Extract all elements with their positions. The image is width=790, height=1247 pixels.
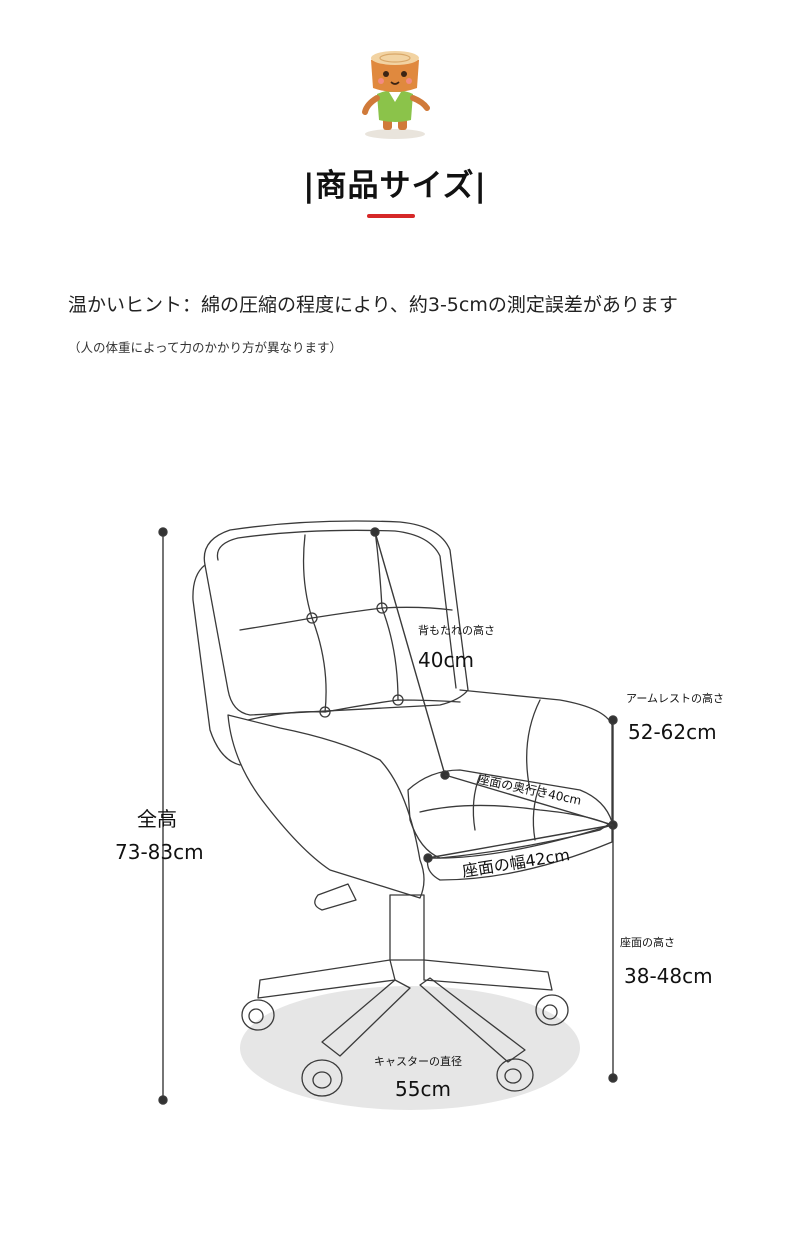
backrest-height-label: 背もたれの高さ — [418, 624, 495, 637]
armrest-height-label: アームレストの高さ — [626, 692, 725, 705]
title-underline — [367, 214, 415, 218]
total-height-label: 全高 — [137, 807, 177, 831]
page-title: |商品サイズ| — [303, 168, 487, 204]
mascot-illustration — [362, 51, 430, 139]
backrest-height-value: 40cm — [418, 648, 474, 672]
seat-height-value: 38-48cm — [624, 964, 713, 988]
hint-text: 温かいヒント：綿の圧縮の程度により、約3-5cmの測定誤差があります — [68, 294, 678, 316]
caster-diameter-label: キャスターの直径 — [374, 1055, 462, 1068]
armrest-height-value: 52-62cm — [628, 720, 717, 744]
total-height-value: 73-83cm — [115, 840, 204, 864]
seat-height-label: 座面の高さ — [620, 936, 675, 949]
caster-diameter-value: 55cm — [395, 1077, 451, 1101]
hint-subtext: （人の体重によって力のかかり方が異なります） — [68, 340, 343, 355]
